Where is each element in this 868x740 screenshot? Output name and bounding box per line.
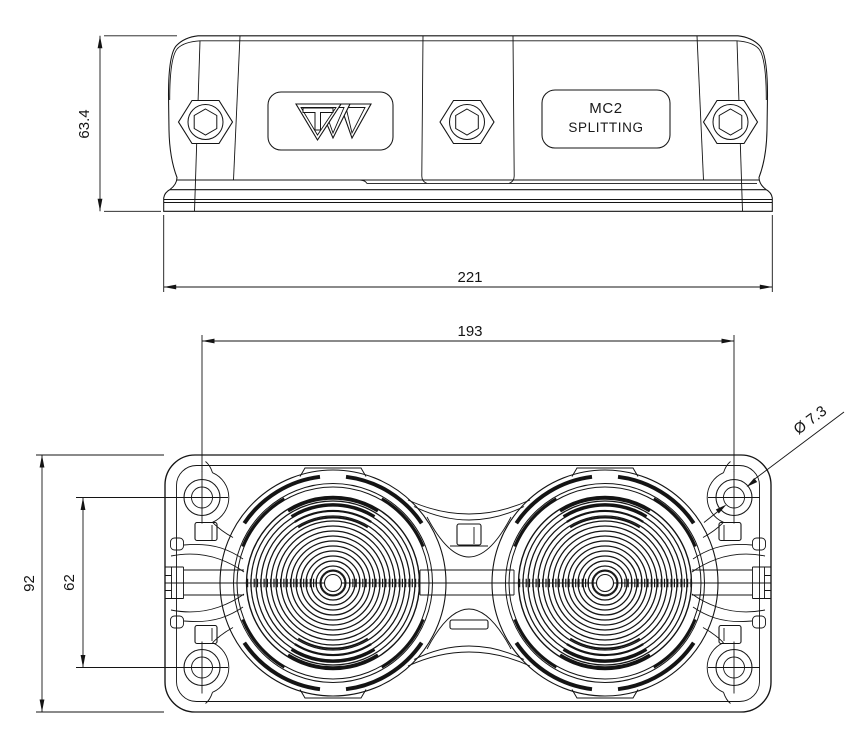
- base-flange: [163, 189, 773, 212]
- dimension-side-height: 63.4: [76, 35, 177, 212]
- hole-pitch-y-value: 62: [61, 574, 78, 591]
- cable-seal-membrane-right: [491, 467, 719, 699]
- product-label-panel: MC2 SPLITTING: [541, 89, 671, 149]
- dimension-hole-diameter: Ø 7.3: [703, 403, 845, 523]
- triple-triangle-logo-icon: [295, 103, 372, 142]
- center-waist-details: [407, 499, 531, 667]
- product-label-line2: SPLITTING: [568, 120, 643, 135]
- hex-bolt-center: [439, 99, 495, 145]
- hole-pitch-x-value: 193: [457, 323, 482, 340]
- hex-bolt-left: [177, 99, 234, 145]
- side-elevation-view: MC2 SPLITTING 63.4 221: [76, 35, 773, 292]
- mounting-hole-top-left: [176, 461, 234, 538]
- right-edge-latch-details: [691, 521, 766, 645]
- left-edge-latch-details: [170, 521, 245, 645]
- dimension-hole-pitch-x: 193: [201, 323, 735, 472]
- product-label-line1: MC2: [589, 100, 622, 117]
- base-plate-inner-edge: [176, 465, 760, 702]
- enclosure-lid-outline: [167, 35, 769, 190]
- cable-seal-membrane-left: [219, 467, 447, 699]
- hole-diameter-value: Ø 7.3: [791, 403, 831, 439]
- base-plate-outline: [164, 454, 772, 713]
- dimension-overall-width: 221: [163, 215, 773, 292]
- side-height-value: 63.4: [76, 109, 93, 138]
- mounting-hole-top-right: [702, 461, 760, 538]
- dimension-plate-depth: 92: [21, 454, 164, 713]
- dimension-hole-pitch-y: 62: [61, 497, 178, 668]
- plan-view: 193 92 62 Ø 7.3: [21, 323, 845, 713]
- logo-panel: [267, 91, 394, 151]
- overall-width-value: 221: [457, 269, 482, 286]
- plate-depth-value: 92: [21, 575, 38, 592]
- hex-bolt-right: [702, 99, 759, 145]
- mounting-hole-bottom-right: [702, 627, 760, 704]
- mounting-hole-bottom-left: [176, 627, 234, 704]
